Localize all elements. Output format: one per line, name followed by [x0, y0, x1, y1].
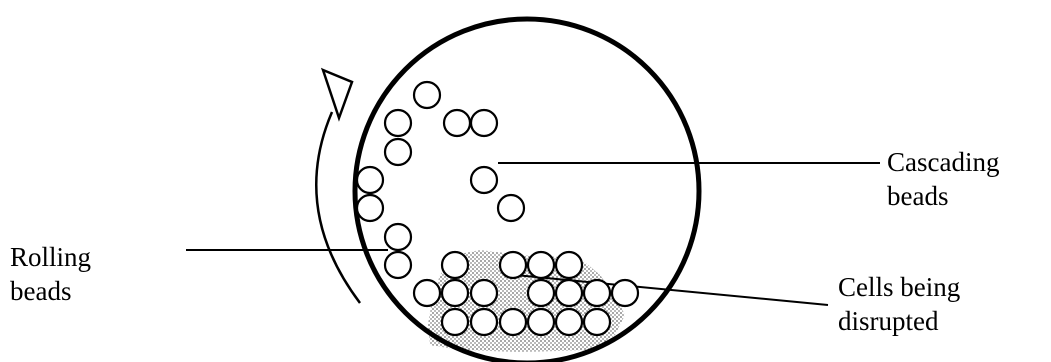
bead [414, 280, 440, 306]
rolling-label-line2: beads [10, 274, 91, 308]
bead [442, 280, 468, 306]
bead [471, 110, 497, 136]
bead [556, 280, 582, 306]
rolling-label-line1: Rolling [10, 240, 91, 274]
bead [442, 309, 468, 335]
bead [471, 167, 497, 193]
cascading-beads-label: Cascading beads [887, 145, 999, 213]
bead [442, 252, 468, 278]
bead [357, 195, 383, 221]
bead [528, 309, 554, 335]
bead [385, 110, 411, 136]
bead [385, 139, 411, 165]
bead [556, 309, 582, 335]
cells-disrupted-label: Cells being disrupted [838, 270, 960, 338]
cells-label-line1: Cells being [838, 270, 960, 304]
bead [414, 82, 440, 108]
bead [584, 280, 610, 306]
cascading-label-line1: Cascading [887, 145, 999, 179]
bead [584, 309, 610, 335]
bead [471, 280, 497, 306]
bead [500, 252, 526, 278]
bead [612, 280, 638, 306]
bead [385, 252, 411, 278]
bead [556, 252, 582, 278]
bead [444, 110, 470, 136]
bead [357, 167, 383, 193]
bead [500, 309, 526, 335]
rotation-arrowhead [323, 70, 352, 118]
bead [471, 309, 497, 335]
cascading-label-line2: beads [887, 179, 999, 213]
rolling-beads-label: Rolling beads [10, 240, 91, 308]
cells-label-line2: disrupted [838, 304, 960, 338]
bead [528, 252, 554, 278]
bead [498, 195, 524, 221]
beads-group [357, 82, 638, 335]
bead [385, 224, 411, 250]
bead [528, 280, 554, 306]
